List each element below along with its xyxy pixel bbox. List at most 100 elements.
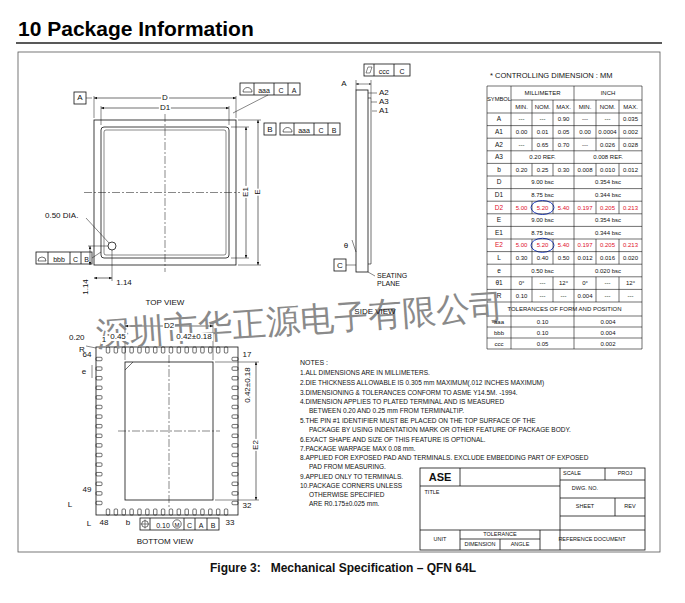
drawing-line [328,123,329,135]
table-cell: 0.205 [600,205,615,211]
drawing-line [86,346,96,348]
table-cell: ccc [495,341,504,347]
drawing-line [596,201,597,214]
table-cell: 0.20 REF. [529,154,555,160]
drawing-line [368,93,377,94]
table-cell: A1 [495,129,503,136]
drawing-line [232,376,238,380]
drawing-line [596,126,597,139]
drawing-line [540,530,541,550]
drawing-line [243,88,252,93]
table-cell: 0.10 [516,293,528,299]
drawing-line [619,252,620,265]
drawing-line [368,272,375,276]
title-block-field: SHEET [576,504,594,510]
drawing-line [356,80,357,90]
note-text: PAD FROM MEASURING. [309,464,386,471]
table-cell: e [497,267,501,274]
drawing-line [460,530,461,550]
drawing-line [169,347,173,353]
dimension-label: aaa [298,126,310,133]
drawing-line [193,509,197,515]
table-cell: 5.20 [537,242,549,248]
drawing-line [90,246,91,265]
drawing-line [334,259,346,271]
note-text: 8.APPLIED FOR EXPOSED PAD AND TERMINALS.… [300,455,588,462]
drawing-line [38,257,46,261]
drawing-line [232,357,238,361]
table-cell: --- [561,293,567,299]
drawing-line [96,501,102,505]
drawing-line [48,252,49,264]
drawing-line [619,163,620,176]
drawing-line [161,509,165,515]
note-text: 1.ALL DIMENSIONS ARE IN MILLIMETERS. [300,370,430,377]
drawing-line [96,367,102,371]
table-cell: --- [605,293,611,299]
drawing-line [274,83,275,95]
drawing-line [596,277,597,290]
drawing-line [232,501,238,505]
dimension-label: B [211,521,216,528]
table-cell: 0.008 REF. [593,154,623,160]
drawing-line [207,518,208,530]
drawing-line [511,100,642,101]
drawing-line [532,277,533,290]
table-cell: 5.20 [537,205,549,211]
drawing-line [619,126,620,139]
drawing-line [619,138,620,151]
dimension-label: e [81,368,87,376]
title-block-field: PROJ [618,471,633,477]
drawing-line [138,509,142,515]
drawing-line [153,509,157,515]
drawing-line [232,367,238,371]
drawing-line [553,126,554,139]
note-text: 9.APPLIED ONLY TO TERMINALS. [300,474,403,481]
title-block-field: SCALE [563,471,581,477]
drawing-line [122,509,126,515]
drawing-line [165,114,166,272]
table-cell: 5.00 [516,242,528,248]
drawing-line [185,509,189,515]
drawing-line [96,444,102,448]
drawing-line [96,347,238,515]
table-cell: 0.205 [600,242,615,248]
table-cell: 0.05 [558,129,570,135]
drawing-line [364,64,410,76]
dimension-label: 0.20 [68,334,86,342]
drawing-line [254,83,255,95]
drawing-line [560,480,645,481]
table-cell: 8.75 bsc [531,230,554,236]
drawing-line [101,106,102,125]
dimension-label: L [87,520,91,528]
drawing-line [36,252,92,264]
table-cell: 0.016 [600,255,615,261]
drawing-line [368,98,371,264]
drawing-line [487,188,642,189]
table-cell: aaa [494,319,504,325]
dimension-label: C [318,126,323,133]
datum-label: B [267,126,272,134]
drawing-line [216,509,220,515]
drawing-line [487,338,642,339]
drawing-line [531,238,554,252]
drawing-line [96,396,102,400]
drawing-line [596,239,597,252]
drawing-line [169,355,170,507]
drawing-line [96,376,102,380]
drawing-line [596,138,597,151]
dimension-label: 32 [243,502,252,510]
table-cell: 0.035 [623,116,638,122]
drawing-line [532,239,533,252]
dimension-label: aaa [258,86,270,93]
dimension-label: A [341,80,346,88]
drawing-line [18,52,660,552]
table-cell: 0.213 [623,242,638,248]
drawing-line [420,530,645,531]
drawing-line [88,246,108,247]
drawing-line [130,509,134,515]
drawing-line [96,482,102,486]
table-cell: TOLERANCES OF FORM AND POSITION [507,306,621,312]
table-cell: 0.70 [558,142,570,148]
table-cell: 0.197 [577,205,592,211]
